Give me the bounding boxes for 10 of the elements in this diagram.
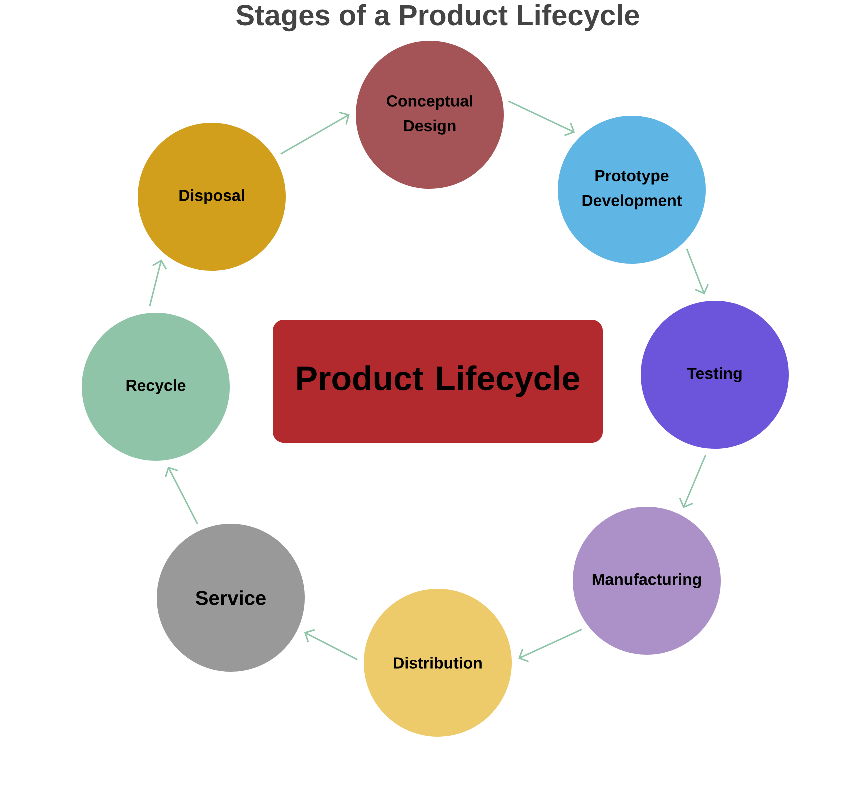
arrow — [304, 629, 358, 660]
arrow — [280, 112, 350, 155]
arrow — [508, 100, 576, 136]
title: Stages of a Product Lifecycle — [236, 4, 640, 32]
arrow — [679, 455, 706, 508]
arrow — [518, 628, 582, 662]
center-box: Product Lifecycle — [273, 320, 603, 443]
arrow — [149, 260, 168, 307]
arrow — [165, 466, 198, 524]
arrow — [686, 248, 710, 295]
